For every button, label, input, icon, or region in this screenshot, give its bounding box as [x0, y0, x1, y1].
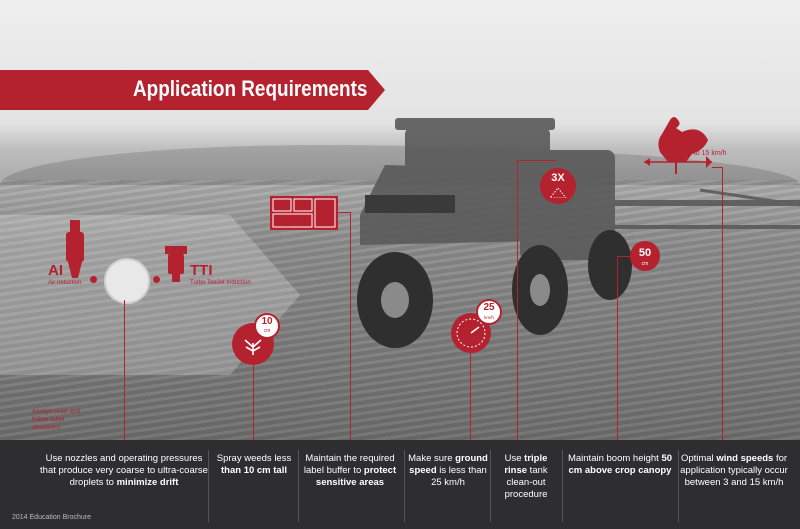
height-value-badge: 10 cm: [254, 313, 280, 339]
rinse-drops-icon: [549, 188, 567, 198]
weed-icon: [244, 339, 262, 355]
caption-buffer: Maintain the required label buffer to pr…: [300, 453, 400, 489]
leader-line: [470, 353, 471, 440]
caption-text: Maintain boom height: [567, 453, 662, 464]
connector-dot: [153, 276, 160, 283]
leader-line: [517, 160, 518, 440]
title-ribbon: Application Requirements: [0, 70, 385, 110]
caption-emphasis: ground speed: [409, 453, 488, 476]
caption-text: Use: [504, 453, 525, 464]
leader-line: [338, 212, 350, 213]
tti-name: Turbo TeeJet Induction: [190, 280, 251, 286]
triple-rinse-badge: 3X: [540, 168, 576, 204]
caption-emphasis: minimize drift: [116, 477, 179, 488]
speedometer-icon: [456, 318, 486, 348]
caption-emphasis: than 10 cm tall: [221, 465, 287, 476]
leader-line: [124, 300, 125, 440]
caption-emphasis: 50 cm above crop canopy: [568, 453, 673, 476]
leader-line: [253, 365, 254, 440]
caption-emphasis: triple rinse: [504, 453, 548, 476]
leader-line: [712, 167, 722, 168]
divider: [298, 450, 299, 522]
ai-name: Air Induction: [48, 280, 82, 286]
caption-speed: Make sure ground speed is less than 25 k…: [406, 453, 490, 489]
divider: [404, 450, 405, 522]
rooster-weathervane-icon: [644, 117, 712, 174]
caption-text: is less than 25 km/h: [431, 465, 487, 488]
leader-line: [517, 160, 557, 161]
speed-value-badge: 25 km/h: [476, 299, 502, 325]
caption-emphasis: protect sensitive areas: [315, 465, 397, 488]
caption-text: for application typically occur between …: [680, 453, 788, 488]
boom-height-badge: 50 cm: [630, 241, 660, 271]
speed-unit: km/h: [484, 315, 494, 320]
caption-emphasis: wind speeds: [716, 453, 774, 464]
droplet-swatch: [104, 258, 150, 304]
brochure-label: 2014 Education Brochure: [12, 514, 91, 521]
speed-value: 25: [483, 302, 495, 313]
divider: [490, 450, 491, 522]
buffer-map-icon: [270, 196, 338, 230]
connector-dot: [90, 276, 97, 283]
caption-drift: Use nozzles and operating pressures that…: [40, 453, 208, 489]
label-note: Always read and follow label directions: [32, 408, 81, 431]
caption-rinse: Use triple rinse tank clean-out procedur…: [492, 453, 560, 501]
page-title: Application Requirements: [133, 76, 368, 101]
leader-line: [350, 212, 351, 440]
divider: [678, 450, 679, 522]
wind-range: 3 to 15 km/h: [688, 150, 727, 157]
boom-value: 50: [638, 247, 652, 259]
caption-text: Make sure: [408, 453, 456, 464]
hero-image: Application Requirements AI Air Inductio…: [0, 0, 800, 440]
tti-label: TTI: [190, 262, 213, 279]
caption-text: Spray weeds less: [216, 453, 292, 464]
leader-line: [617, 256, 618, 440]
caption-wind: Optimal wind speeds for application typi…: [680, 453, 788, 489]
tti-nozzle-icon: [165, 246, 187, 282]
ai-label: AI: [48, 262, 63, 279]
caption-bar: Use nozzles and operating pressures that…: [0, 440, 800, 529]
boom-unit: cm: [641, 261, 649, 267]
divider: [208, 450, 209, 522]
divider: [562, 450, 563, 522]
caption-weed-height: Spray weeds less than 10 cm tall: [210, 453, 298, 477]
leader-line: [722, 167, 723, 440]
caption-text: Maintain the required label buffer to: [303, 453, 395, 476]
ai-nozzle-icon: [66, 220, 84, 278]
caption-boom: Maintain boom height 50 cm above crop ca…: [564, 453, 676, 477]
caption-text: tank clean-out procedure: [504, 465, 548, 500]
sprayer-illustration: [357, 118, 800, 348]
leader-line: [617, 256, 630, 257]
rinse-value: 3X: [551, 172, 565, 184]
height-value: 10: [261, 316, 273, 327]
caption-text: Optimal: [680, 453, 717, 464]
height-unit: cm: [263, 328, 271, 334]
caption-text: Use nozzles and operating pressures that…: [40, 453, 208, 488]
